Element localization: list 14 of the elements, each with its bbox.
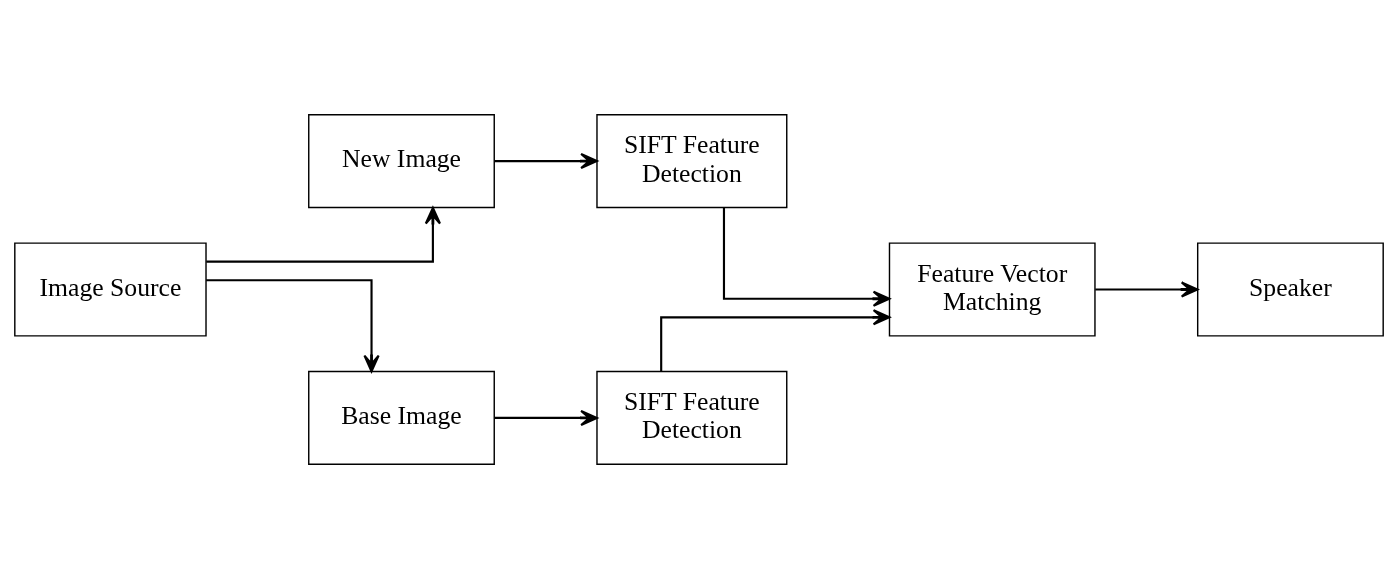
node-box: Base Image xyxy=(308,370,495,465)
arrow xyxy=(660,308,891,371)
arrow xyxy=(494,409,598,426)
arrow xyxy=(494,152,598,169)
arrow xyxy=(206,206,441,263)
arrow xyxy=(722,207,891,307)
node-box: New Image xyxy=(308,113,495,208)
arrow xyxy=(1095,280,1199,298)
node-box: Image Source xyxy=(14,241,207,337)
node-box: SIFT Feature Detection xyxy=(596,113,788,208)
node-box: SIFT Feature Detection xyxy=(596,370,788,465)
node-box: Feature Vector Matching xyxy=(888,241,1096,337)
node-box: Speaker xyxy=(1196,241,1384,337)
arrow xyxy=(206,278,380,372)
